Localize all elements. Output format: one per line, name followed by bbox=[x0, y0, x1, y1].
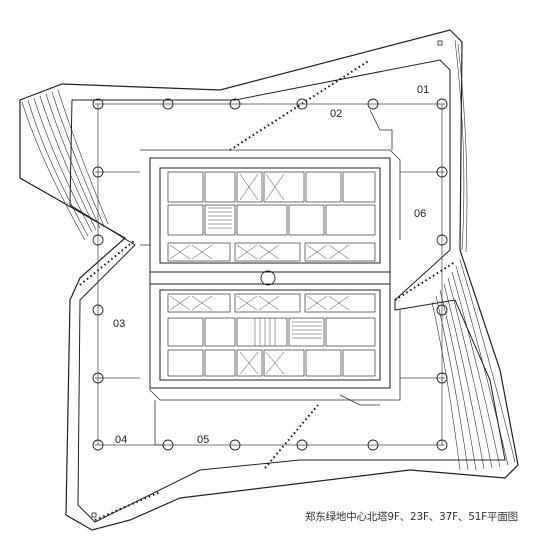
zone-label-02: 02 bbox=[330, 108, 342, 120]
zone-label-03: 03 bbox=[113, 318, 125, 330]
elevator-marks bbox=[169, 173, 350, 375]
column-markers bbox=[92, 98, 448, 451]
zone-label-06: 06 bbox=[414, 208, 426, 220]
core-rooms bbox=[167, 171, 376, 377]
drawing-caption: 郑东绿地中心北塔9F、23F、37F、51F平面图 bbox=[305, 511, 518, 523]
building-core bbox=[149, 157, 391, 389]
zone-label-01: 01 bbox=[417, 84, 429, 96]
outer-slab-outline bbox=[19, 29, 519, 531]
stair-hatching bbox=[208, 207, 322, 346]
diagonal-edge-beads bbox=[79, 59, 456, 521]
corner-markers bbox=[91, 40, 443, 518]
curtain-wall-hatching bbox=[21, 39, 516, 471]
zone-label-04: 04 bbox=[115, 434, 127, 446]
structural-grid bbox=[95, 103, 445, 446]
partitions bbox=[140, 109, 401, 446]
zone-label-05: 05 bbox=[197, 434, 209, 446]
floor-edge bbox=[69, 59, 506, 523]
